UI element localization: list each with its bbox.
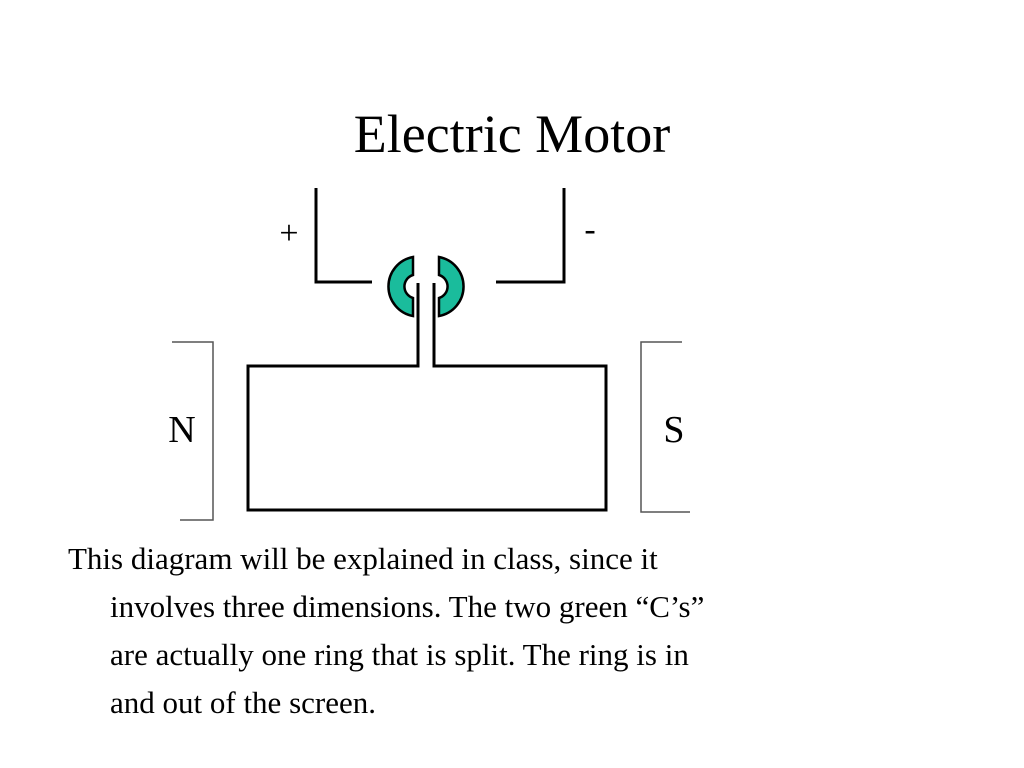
north-magnet <box>172 341 214 521</box>
commutator-left-half-icon <box>387 255 415 318</box>
south-magnet <box>640 341 690 513</box>
positive-lead <box>314 188 372 284</box>
positive-terminal-label: + <box>279 215 298 252</box>
caption-line: involves three dimensions. The two green… <box>110 589 705 624</box>
commutator-right-half-icon <box>437 255 465 318</box>
armature-coil <box>246 283 608 512</box>
negative-terminal-label: - <box>584 211 595 248</box>
caption-line: This diagram will be explained in class,… <box>68 541 658 576</box>
caption-line: are actually one ring that is split. The… <box>110 637 689 672</box>
north-pole-label: N <box>168 409 195 451</box>
slide-title: Electric Motor <box>353 104 671 164</box>
south-pole-label: S <box>663 409 684 451</box>
caption-paragraph: This diagram will be explained in class,… <box>68 535 908 727</box>
negative-lead <box>496 188 566 284</box>
caption-line: and out of the screen. <box>110 685 376 720</box>
